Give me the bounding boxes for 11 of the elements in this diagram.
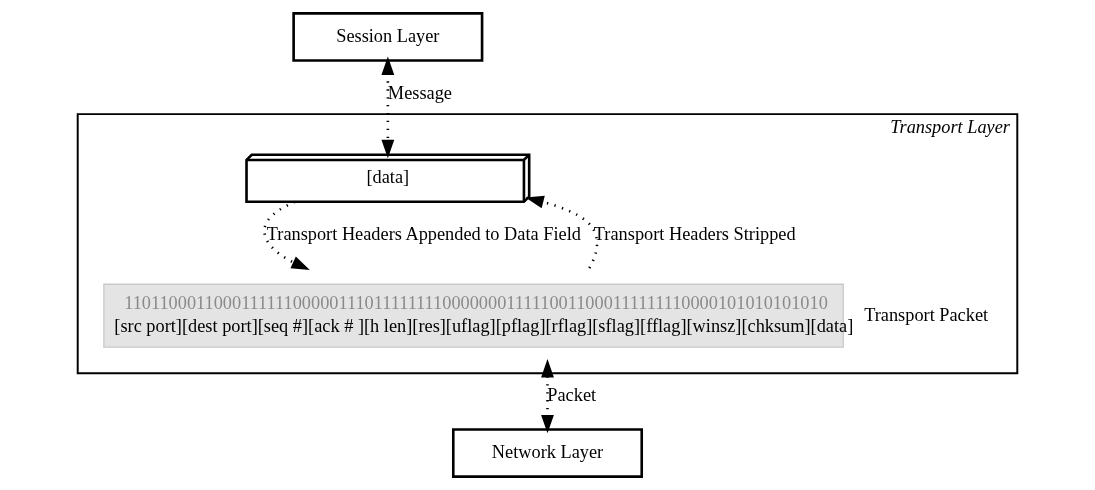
arrow [541,359,554,434]
arrow [381,56,395,159]
node-box: Network Layer [451,428,644,478]
node-box: Session Layer [292,12,484,62]
arrow [525,195,599,269]
edge-label: Transport Headers Appended to Data Field [266,224,581,245]
arrow [263,200,310,271]
edge-label: Transport Headers Stripped [593,224,796,245]
node-label: Transport Packet [864,304,989,325]
edge-label: Message [387,82,452,103]
edge-label: Packet [547,384,597,405]
